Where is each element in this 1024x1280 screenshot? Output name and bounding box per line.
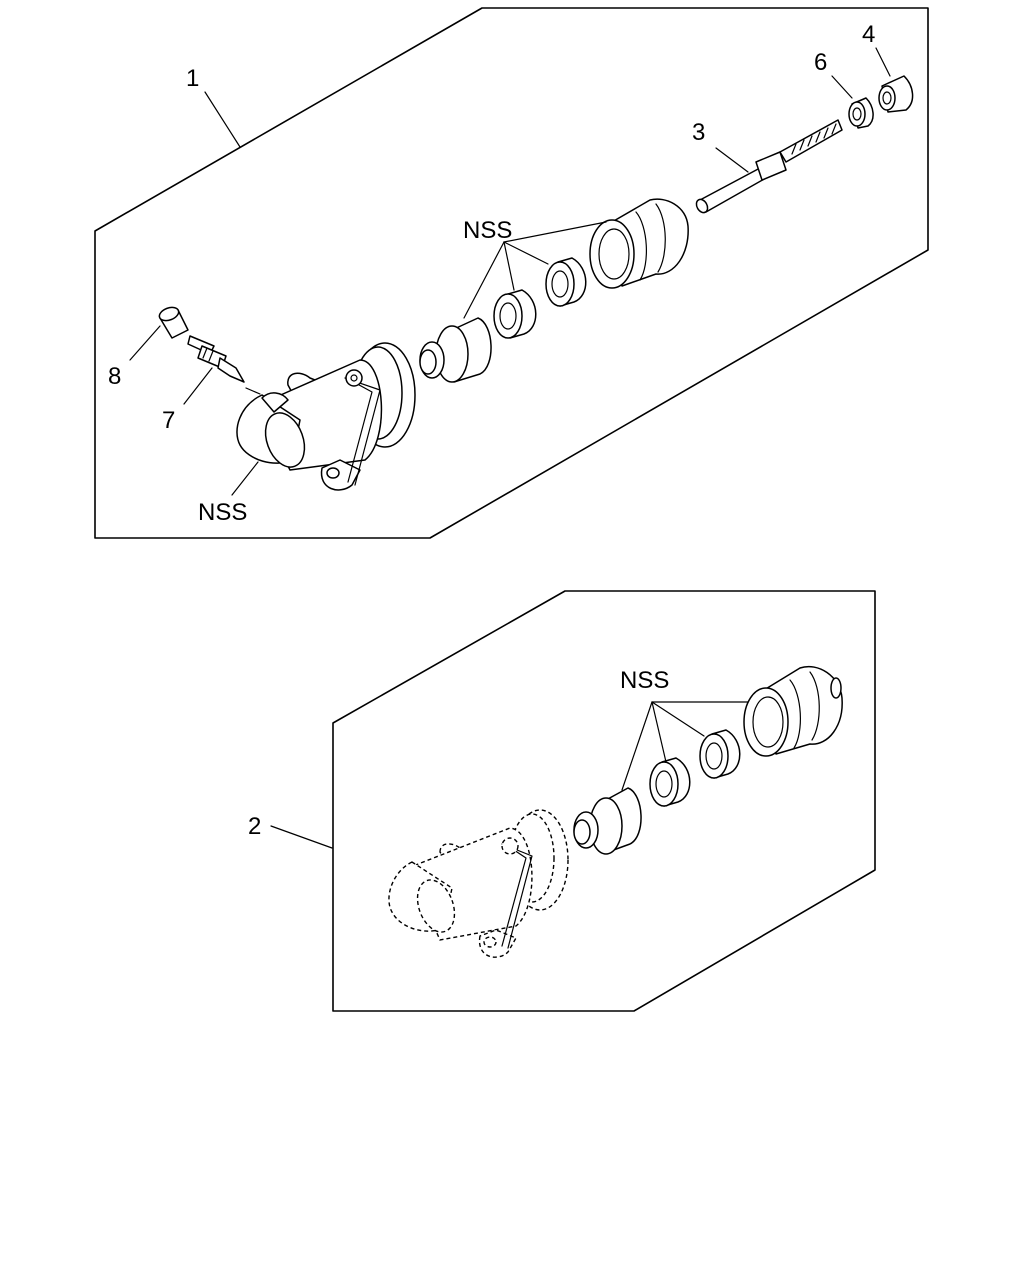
nss-label-lower-parts: NSS xyxy=(620,667,669,694)
callout-7: 7 xyxy=(162,407,175,434)
upper-seal-part xyxy=(545,257,587,307)
lower-piston-part xyxy=(573,787,642,855)
bleeder-cap-part xyxy=(158,306,189,339)
assembly-1-group: 1 3 6 4 8 7 NSS NSS xyxy=(94,7,929,539)
callout-1: 1 xyxy=(186,65,199,92)
callout-8: 8 xyxy=(108,363,121,390)
assembly-1-leader xyxy=(204,91,241,148)
bleeder-screw-part xyxy=(187,335,245,383)
callout-6: 6 xyxy=(814,49,827,76)
nss-label-upper-parts: NSS xyxy=(463,217,512,244)
upper-cylinder-housing xyxy=(236,342,416,491)
assembly-2-group: 2 NSS xyxy=(248,590,876,1012)
upper-piston-part xyxy=(419,317,492,383)
callout-2: 2 xyxy=(248,813,261,840)
lower-cup-seal-part xyxy=(649,757,691,807)
upper-cup-seal-part xyxy=(493,289,537,339)
lower-dust-boot-part xyxy=(743,665,843,757)
lower-cylinder-housing-outline xyxy=(388,809,569,958)
callout-4: 4 xyxy=(862,21,875,48)
lower-seal-part xyxy=(699,729,741,779)
nut-part xyxy=(878,75,914,113)
assembly-2-leader xyxy=(270,825,333,849)
assembly-1-frame xyxy=(94,7,929,539)
assembly-2-frame xyxy=(332,590,876,1012)
push-rod-part xyxy=(695,119,843,214)
upper-dust-boot-part xyxy=(589,198,689,289)
nss-label-upper-housing: NSS xyxy=(198,499,247,526)
callout-3: 3 xyxy=(692,119,705,146)
lock-nut-part xyxy=(848,97,874,129)
